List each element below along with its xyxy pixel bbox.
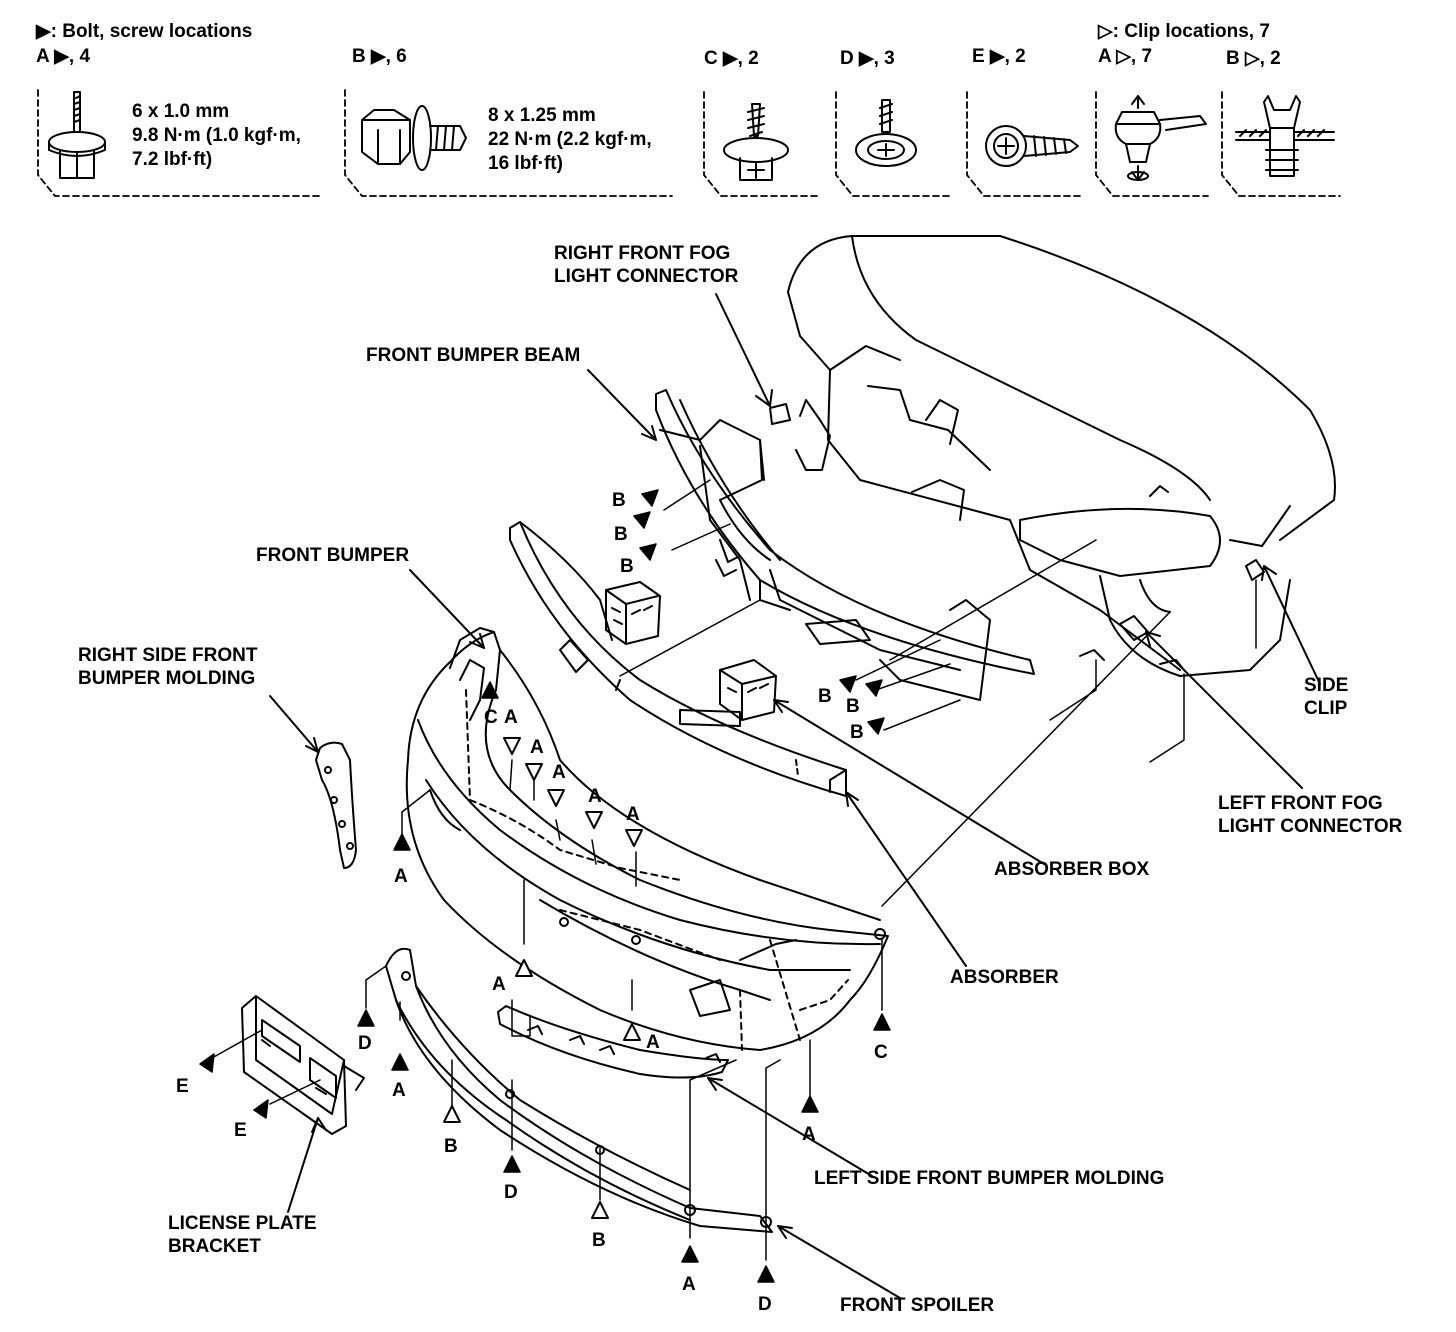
callout-right-side-molding: RIGHT SIDE FRONT BUMPER MOLDING [78, 645, 258, 689]
marker-b: B [612, 490, 626, 511]
marker-e: E [234, 1120, 247, 1141]
bolt-legend-title: ▶: Bolt, screw locations [36, 21, 253, 42]
screw-d-icon [855, 99, 917, 167]
vehicle-body [769, 235, 1336, 677]
legend-label-a-clip: A ▷, 7 [1098, 46, 1153, 67]
clip-legend-title: ▷: Clip locations, 7 [1098, 21, 1270, 42]
marker-a: A [394, 866, 408, 887]
callout-absorber-box: ABSORBER BOX [994, 859, 1150, 880]
marker-b: B [444, 1136, 458, 1157]
right-side-molding [315, 741, 357, 869]
marker-a: A [626, 804, 640, 825]
callout-front-bumper-beam: FRONT BUMPER BEAM [366, 345, 581, 366]
bolt-a-torque: 9.8 N·m (1.0 kgf·m, [132, 125, 301, 146]
clip-a-icon [1114, 95, 1207, 181]
bolt-b-torque-lbf: 16 lbf·ft) [488, 153, 563, 174]
callout-right-fog-light-connector: RIGHT FRONT FOG LIGHT CONNECTOR [554, 243, 739, 287]
legend-label-b-bolt: B ▶, 6 [352, 46, 407, 67]
marker-b: B [592, 1230, 606, 1251]
marker-e: E [176, 1076, 189, 1097]
marker-b: B [850, 722, 864, 743]
legend-label-e-bolt: E ▶, 2 [972, 46, 1026, 67]
clip-b-icon [1235, 95, 1335, 177]
marker-a: A [802, 1124, 816, 1145]
bolt-b-icon [361, 105, 467, 171]
callout-license-plate-bracket: LICENSE PLATE BRACKET [168, 1213, 317, 1257]
callout-front-spoiler: FRONT SPOILER [840, 1295, 995, 1316]
screw-c-icon [723, 103, 789, 181]
legend-label-c-bolt: C ▶, 2 [704, 48, 759, 69]
bolt-markers [199, 489, 891, 1283]
legend-label-d-bolt: D ▶, 3 [840, 48, 895, 69]
marker-c: C [874, 1042, 888, 1063]
marker-a: A [392, 1080, 406, 1101]
absorber-box-upper [605, 581, 661, 645]
legend-boxes [37, 89, 1341, 197]
front-bumper [405, 627, 889, 1051]
legend-label-b-clip: B ▷, 2 [1226, 48, 1281, 69]
callout-left-fog-light-connector: LEFT FRONT FOG LIGHT CONNECTOR [1218, 793, 1403, 837]
marker-a: A [504, 707, 518, 728]
marker-a: A [646, 1032, 660, 1053]
absorber-box-lower [719, 659, 777, 721]
bumper-beam [655, 389, 1035, 701]
marker-a: A [588, 786, 602, 807]
callout-front-bumper: FRONT BUMPER [256, 545, 410, 566]
marker-b: B [614, 524, 628, 545]
callout-left-side-molding: LEFT SIDE FRONT BUMPER MOLDING [814, 1168, 1165, 1189]
callout-absorber: ABSORBER [950, 967, 1059, 988]
callout-side-clip: SIDE CLIP [1304, 675, 1349, 719]
marker-b: B [818, 686, 832, 707]
clip-markers [443, 737, 643, 1219]
screw-e-icon [985, 125, 1079, 167]
marker-d: D [504, 1182, 518, 1203]
bolt-a-size: 6 x 1.0 mm [132, 101, 230, 122]
marker-a: A [682, 1274, 696, 1295]
bolt-b-torque: 22 N·m (2.2 kgf·m, [488, 129, 652, 150]
marker-c: C [484, 707, 498, 728]
legend-label-a-bolt: A ▶, 4 [36, 46, 91, 67]
marker-d: D [358, 1033, 372, 1054]
front-spoiler [385, 947, 773, 1233]
absorber [509, 521, 847, 797]
marker-d: D [758, 1294, 772, 1315]
bolt-b-size: 8 x 1.25 mm [488, 105, 596, 126]
marker-guides [211, 479, 961, 1261]
bolt-a-torque-lbf: 7.2 lbf·ft) [132, 149, 213, 170]
marker-a: A [530, 737, 544, 758]
left-side-molding [497, 1005, 729, 1079]
marker-a: A [552, 762, 566, 783]
marker-b: B [846, 696, 860, 717]
leader-lines [269, 293, 1321, 1299]
marker-a: A [492, 974, 506, 995]
bolt-a-icon [48, 91, 106, 179]
guide-lines [619, 539, 1257, 907]
marker-b: B [620, 556, 634, 577]
